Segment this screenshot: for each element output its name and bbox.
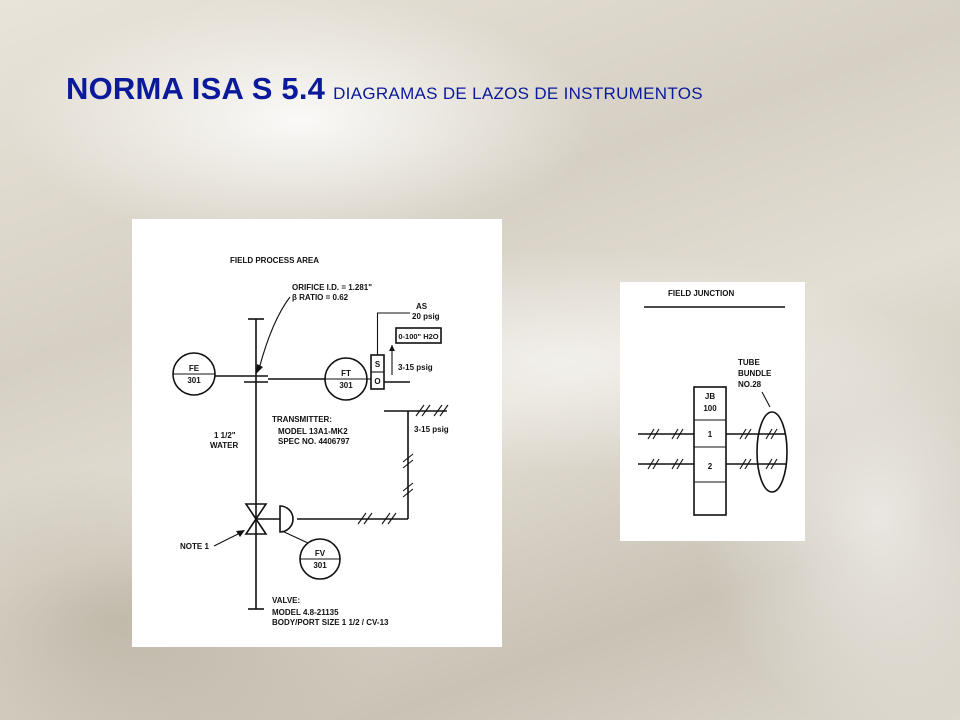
note-1-arrowhead	[236, 530, 245, 537]
orifice-callout-line	[258, 296, 291, 370]
valve-actuator	[279, 505, 294, 533]
junction-diagram-panel: FIELD JUNCTION TUBE BUNDLE NO.28 JB 100 …	[620, 282, 805, 541]
signal-arrow-head	[389, 345, 395, 351]
fv-leader	[281, 530, 309, 544]
air-supply-label: AS	[416, 302, 428, 311]
junction-diagram: FIELD JUNCTION TUBE BUNDLE NO.28 JB 100 …	[638, 289, 788, 516]
terminal-2-label: 2	[708, 462, 713, 471]
air-supply-line	[376, 312, 410, 355]
transmitter-model: MODEL 13A1-MK2	[278, 427, 348, 436]
title-main: NORMA ISA S 5.4	[66, 71, 326, 106]
valve-body-bottom	[244, 517, 268, 535]
range-box	[395, 327, 442, 344]
fe-number: 301	[187, 376, 201, 385]
fv-tag: FV	[315, 549, 326, 558]
loop-diagram: FIELD PROCESS AREA ORIFICE I.D. = 1.281"…	[172, 256, 449, 627]
page-title: NORMA ISA S 5.4 DIAGRAMAS DE LAZOS DE INS…	[66, 70, 703, 107]
orifice-callout-arrowhead	[256, 364, 263, 374]
ft-tag: FT	[341, 369, 351, 378]
jb-tag: JB	[705, 392, 715, 401]
field-junction-title: FIELD JUNCTION	[668, 289, 734, 298]
ft-number: 301	[339, 381, 353, 390]
orifice-id-label: ORIFICE I.D. = 1.281"	[292, 283, 372, 292]
jb-number: 100	[703, 404, 717, 413]
valve-title: VALVE:	[272, 596, 300, 605]
s-label: S	[375, 360, 381, 369]
signal-line-hashes-top	[415, 404, 449, 417]
signal-label-2: 3-15 psig	[414, 425, 449, 434]
valve-model: MODEL 4.8-21135	[272, 608, 339, 617]
loop-diagram-panel: FIELD PROCESS AREA ORIFICE I.D. = 1.281"…	[132, 219, 502, 647]
note-1-leader	[213, 531, 243, 547]
tube-bundle-leader	[761, 391, 771, 408]
signal-line-hashes-bottom	[357, 512, 397, 525]
pipe-fluid-label: WATER	[210, 441, 239, 450]
valve-body-top	[244, 503, 268, 521]
tube-bundle-ellipse	[756, 411, 788, 493]
note-1-label: NOTE 1	[180, 542, 209, 551]
transmitter-title: TRANSMITTER:	[272, 415, 332, 424]
range-label: 0-100" H2O	[398, 332, 438, 341]
tube-bundle-line1: TUBE	[738, 358, 760, 367]
transmitter-spec: SPEC NO. 4406797	[278, 437, 350, 446]
valve-body-port: BODY/PORT SIZE 1 1/2 / CV-13	[272, 618, 389, 627]
fe-tag: FE	[189, 364, 200, 373]
terminal-1-label: 1	[708, 430, 713, 439]
junction-line-hashes	[647, 428, 778, 470]
field-process-area-label: FIELD PROCESS AREA	[230, 256, 319, 265]
o-label: O	[374, 377, 380, 386]
pipe-size-label: 1 1/2"	[214, 431, 236, 440]
signal-line-hashes-vertical	[402, 453, 414, 498]
beta-ratio-label: β RATIO = 0.62	[292, 293, 349, 302]
tube-bundle-line2: BUNDLE	[738, 369, 772, 378]
air-supply-pressure: 20 psig	[412, 312, 440, 321]
title-subtitle: DIAGRAMAS DE LAZOS DE INSTRUMENTOS	[333, 84, 703, 103]
signal-label-1: 3-15 psig	[398, 363, 433, 372]
tube-bundle-line3: NO.28	[738, 380, 762, 389]
fv-number: 301	[313, 561, 327, 570]
junction-box	[693, 386, 727, 516]
